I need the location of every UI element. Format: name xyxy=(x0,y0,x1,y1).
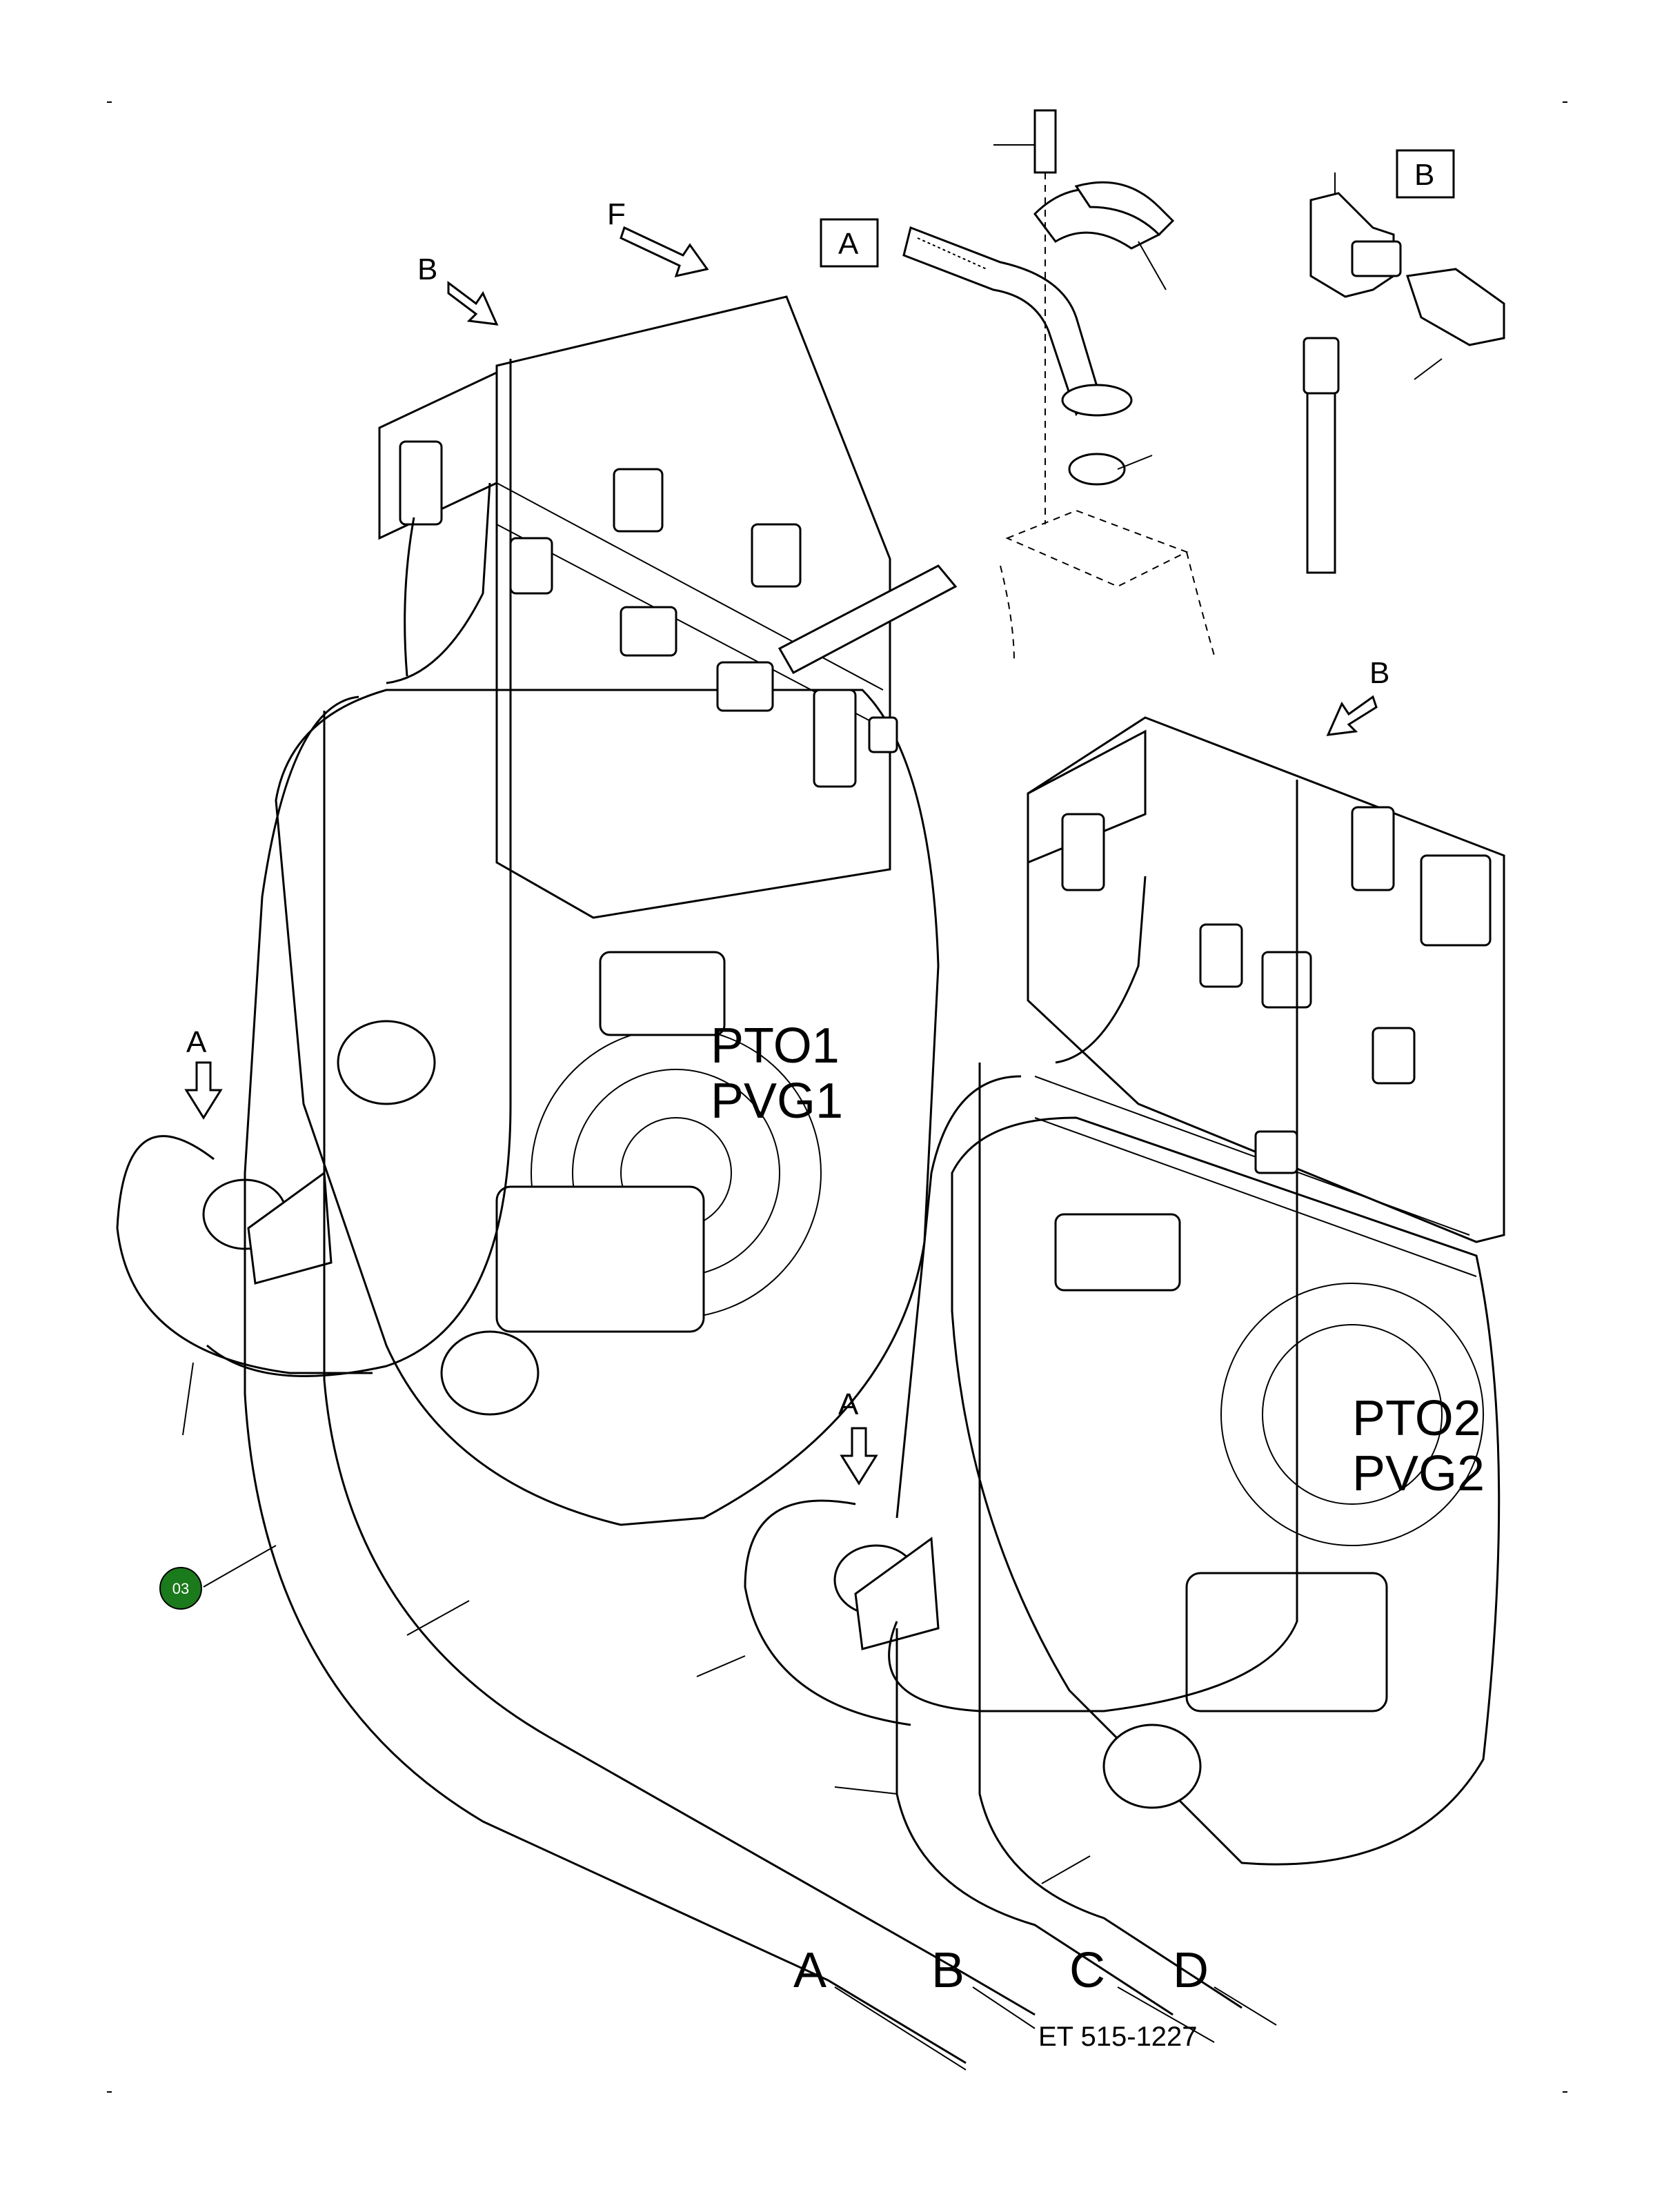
forward-arrow: F xyxy=(607,197,709,278)
pointer-arrow-b-right: B xyxy=(1326,656,1389,736)
document-id: ET 515-1227 xyxy=(1038,2022,1198,2052)
detail-a-label: A xyxy=(838,227,859,261)
hose-routing xyxy=(116,359,1298,2071)
detail-b-view xyxy=(1303,149,1505,574)
pointer-arrow-a-mid: A xyxy=(838,1388,878,1485)
pvg1-label: PVG1 xyxy=(711,1074,843,1129)
arrow-a-mid-label: A xyxy=(838,1388,859,1421)
pointer-arrow-a-left: A xyxy=(184,1025,223,1120)
part-badge-label: 03 xyxy=(172,1580,189,1597)
hose-c-label: C xyxy=(1069,1943,1105,1998)
detail-b-label: B xyxy=(1414,158,1434,192)
pvg2-label: PVG2 xyxy=(1352,1446,1485,1501)
pto1-assembly xyxy=(202,295,958,1526)
part-badge: 03 xyxy=(159,1567,202,1610)
detail-a-box xyxy=(820,218,879,268)
pto1-label: PTO1 xyxy=(711,1018,840,1074)
arrow-b-right-label: B xyxy=(1369,656,1389,690)
hose-a-label: A xyxy=(793,1943,826,1998)
pointer-arrow-b-top: B xyxy=(417,253,499,326)
hose-d-line xyxy=(978,1063,1243,2009)
pto2-assembly xyxy=(833,716,1505,1866)
pto2-label: PTO2 xyxy=(1352,1391,1481,1446)
detail-a-view xyxy=(820,109,1215,663)
hose-d-label: D xyxy=(1173,1943,1209,1998)
crop-marks xyxy=(107,101,1567,2093)
detail-b-box xyxy=(1396,149,1455,199)
arrow-b-top-label: B xyxy=(417,253,437,286)
hose-b-label: B xyxy=(931,1943,964,1998)
arrow-a-left-label: A xyxy=(186,1025,207,1059)
hose-b-line xyxy=(323,711,1036,2016)
forward-label: F xyxy=(607,197,626,231)
